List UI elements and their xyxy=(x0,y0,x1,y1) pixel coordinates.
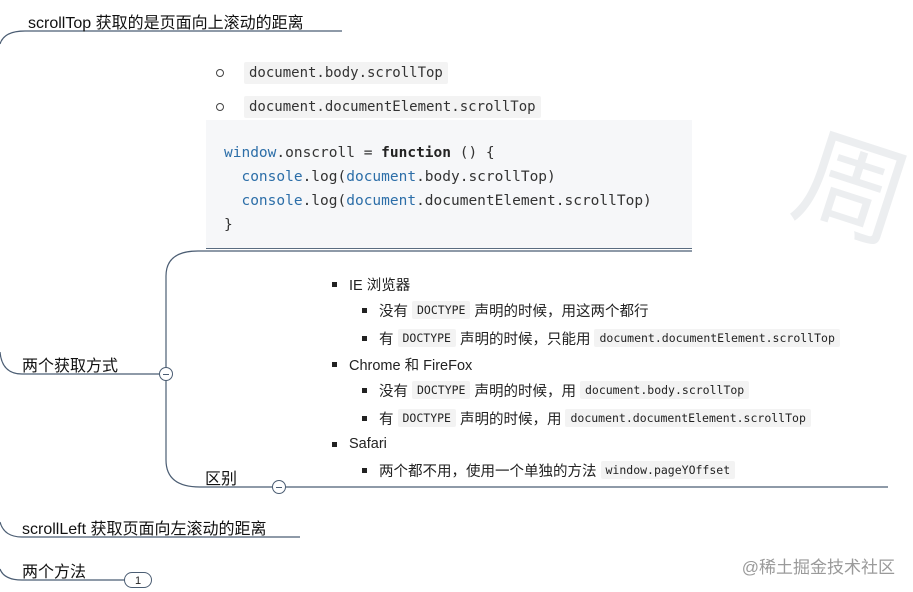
list-item: Safari xyxy=(332,432,844,456)
expand-count-badge[interactable]: 1 xyxy=(124,572,152,588)
hollow-bullet-icon xyxy=(216,103,224,111)
collapse-toggle-icon[interactable] xyxy=(272,480,286,494)
code-line: window.onscroll = function () { xyxy=(224,145,495,161)
topic-scrollleft[interactable]: scrollLeft 获取页面向左滚动的距离 xyxy=(22,521,267,538)
bullet-item: document.body.scrollTop xyxy=(216,62,448,84)
watermark-text: @稀土掘金技术社区 xyxy=(741,558,895,577)
code-line: } xyxy=(224,217,233,233)
code-line: console.log(document.body.scrollTop) xyxy=(241,169,556,185)
list-item: Chrome 和 FireFox xyxy=(332,352,844,376)
inline-code: document.body.scrollTop xyxy=(244,62,448,84)
collapse-toggle-icon[interactable] xyxy=(159,367,173,381)
code-block: window.onscroll = function () { console.… xyxy=(206,120,692,249)
list-item: IE 浏览器 xyxy=(332,272,844,296)
inline-code: document.documentElement.scrollTop xyxy=(244,96,541,118)
topic-difference[interactable]: 区别 xyxy=(205,471,238,488)
bullet-item: document.documentElement.scrollTop xyxy=(216,96,541,118)
code-line: console.log(document.documentElement.scr… xyxy=(241,193,652,209)
topic-scrolltop[interactable]: scrollTop 获取的是页面向上滚动的距离 xyxy=(28,15,304,32)
topic-two-ways[interactable]: 两个获取方式 xyxy=(22,358,119,375)
hollow-bullet-icon xyxy=(216,69,224,77)
topic-two-methods[interactable]: 两个方法 xyxy=(22,564,87,581)
